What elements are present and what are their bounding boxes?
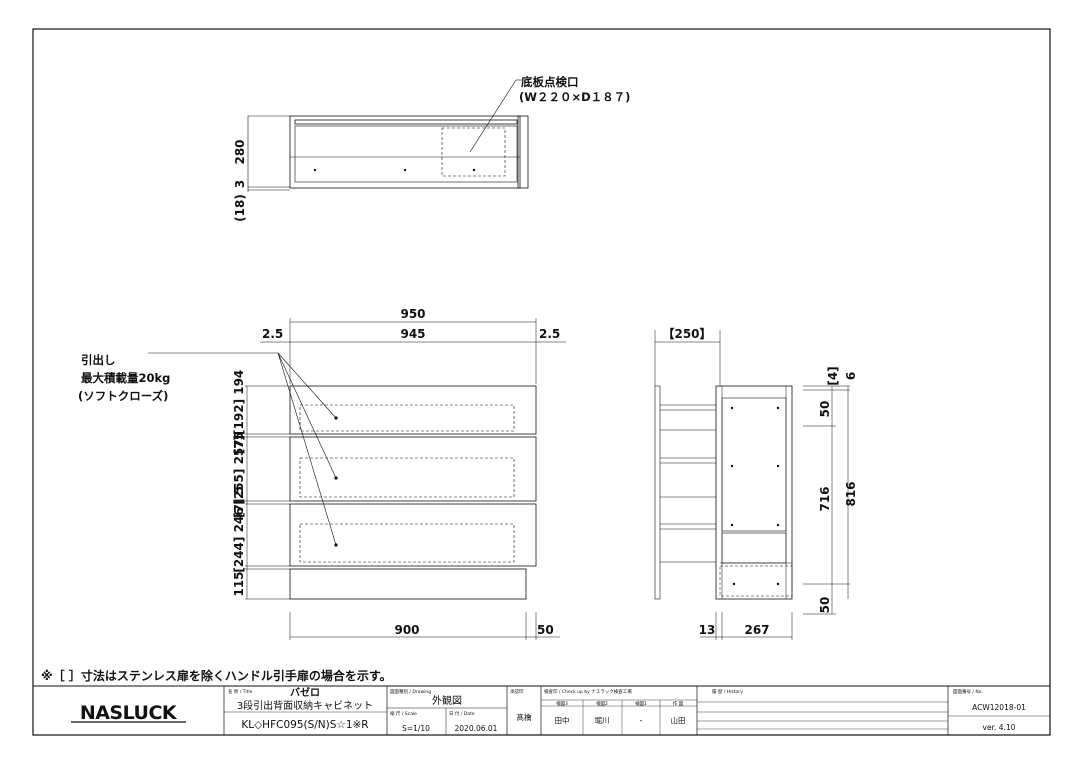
check-name-4: 山田 — [671, 715, 686, 725]
dim-drawer1-height: [7][192] 194 — [232, 370, 246, 455]
dim-side-50-bottom: 50 — [818, 597, 832, 614]
scale-value: S=1/10 — [402, 724, 430, 733]
check-col-4: 作 図 — [673, 700, 684, 707]
dim-base-50: 50 — [537, 623, 554, 637]
dim-gap-5a: 5 — [232, 432, 246, 440]
dim-drawer3-height: [244] 246 — [232, 507, 246, 572]
dim-gap-right: 2.5 — [539, 327, 560, 341]
check-header: 検査印 / Check up by ナスラック検査工場 — [544, 688, 632, 695]
inspection-port-label: 底板点検口 — [521, 75, 579, 89]
drawing-number: ACW12018-01 — [972, 703, 1026, 712]
dim-depth-250: 【250】 — [662, 326, 711, 341]
number-header: 図面番号 / No. — [953, 688, 983, 695]
check-name-2: 堀川 — [595, 716, 610, 725]
dim-width-945: 945 — [400, 327, 425, 341]
dim-gap-5b: [7] 5 — [232, 486, 246, 518]
scale-header: 縮 尺 / Scale — [390, 710, 417, 717]
product-name: バゼロ — [290, 686, 320, 699]
dim-gap-left: 2.5 — [262, 327, 283, 341]
dim-top-6: 6 — [844, 372, 858, 380]
approver-name: 髙橋 — [517, 712, 532, 722]
date-header: 日 付 / Date — [449, 710, 475, 717]
date-value: 2020.06.01 — [455, 724, 498, 733]
dim-side-13: 13 — [699, 623, 716, 637]
dim-base-900: 900 — [394, 623, 419, 637]
title-block — [33, 685, 1050, 735]
dim-side-50-top: 50 — [818, 401, 832, 418]
dim-width-950: 950 — [400, 307, 425, 321]
dim-top-18: (18) — [233, 194, 247, 222]
front-view — [148, 318, 566, 640]
version: ver. 4.10 — [983, 723, 1016, 732]
check-name-1: 田中 — [555, 715, 570, 725]
drawing-type-header: 図面種別 / Drawing — [390, 688, 431, 695]
footnote: ※［ ］寸法はステンレス扉を除くハンドル引手扉の場合を示す。 — [41, 668, 392, 683]
dim-side-816: 816 — [844, 481, 858, 506]
drawing-type: 外観図 — [432, 694, 462, 707]
inspection-size-label: (W２２０×D１８７) — [519, 90, 630, 104]
check-col-1: 検図3 — [556, 700, 568, 707]
top-view — [247, 79, 529, 192]
drawer-note-1: 引出し — [81, 353, 116, 367]
check-name-3: - — [640, 716, 643, 725]
sheet-border — [32, 28, 1051, 736]
dim-drawer2-height: [255] 257 — [232, 439, 246, 504]
model-number: KL◇HFC095(S/N)S☆1※R — [241, 719, 368, 731]
check-col-3: 検図1 — [635, 700, 647, 707]
title-header: 名 称 / Title — [228, 688, 253, 695]
dim-side-267: 267 — [744, 623, 769, 637]
dim-plinth-115: 115 — [232, 571, 246, 596]
product-description: 3段引出背面収納キャビネット — [237, 699, 373, 712]
dim-side-716: 716 — [818, 486, 832, 511]
history-header: 履 歴 / History — [712, 689, 743, 695]
side-view — [654, 330, 850, 640]
check-col-2: 検図2 — [596, 700, 608, 707]
dim-top-280: 280 — [233, 139, 247, 164]
drawer-note-2: 最大積載量20kg — [81, 371, 170, 385]
nasluck-logo: NASLUCK — [80, 702, 178, 724]
dim-top-4: [4] — [826, 366, 840, 385]
dim-top-3: 3 — [233, 180, 247, 188]
drawer-note-3: (ソフトクローズ) — [78, 389, 168, 403]
approver-header: 承認印 — [510, 688, 524, 695]
